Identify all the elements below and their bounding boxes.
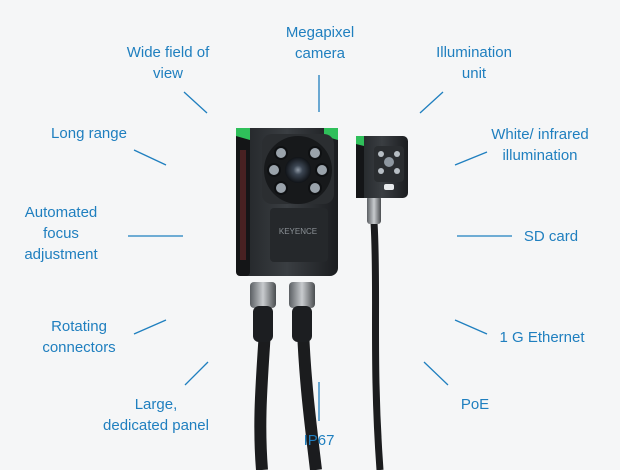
- cable-right: [297, 329, 322, 470]
- connector-right: [289, 282, 315, 308]
- cable-left: [254, 329, 271, 470]
- camera-brand-text: KEYENCE: [279, 227, 317, 236]
- label-megapixel: Megapixel camera: [285, 24, 355, 62]
- callout-line-long-range: [133, 149, 167, 166]
- callout-line-ethernet: [454, 319, 488, 335]
- label-sd-card: SD card: [523, 228, 579, 245]
- callout-line-rotating: [133, 319, 167, 335]
- label-rotating: Rotating connectors: [42, 318, 116, 356]
- label-illumination-unit: Illumination unit: [436, 44, 512, 82]
- illumination-cable: [370, 221, 384, 470]
- callout-line-wide-field: [183, 91, 208, 114]
- label-ethernet: 1 G Ethernet: [499, 329, 585, 346]
- camera-lens: [285, 157, 311, 183]
- callout-line-illumination-unit: [419, 91, 444, 114]
- label-white-infrared: White/ infrared illumination: [491, 126, 589, 164]
- label-wide-field: Wide field of view: [126, 44, 210, 82]
- label-large-panel: Large, dedicated panel: [103, 396, 209, 434]
- label-autofocus: Automated focus adjustment: [24, 204, 98, 263]
- callout-line-large-panel: [184, 361, 209, 386]
- label-poe: PoE: [460, 396, 490, 413]
- label-ip67: IP67: [303, 432, 335, 449]
- callout-line-white-infrared: [454, 151, 488, 166]
- label-long-range: Long range: [51, 125, 127, 142]
- callout-line-poe: [423, 361, 449, 386]
- connector-left: [250, 282, 276, 308]
